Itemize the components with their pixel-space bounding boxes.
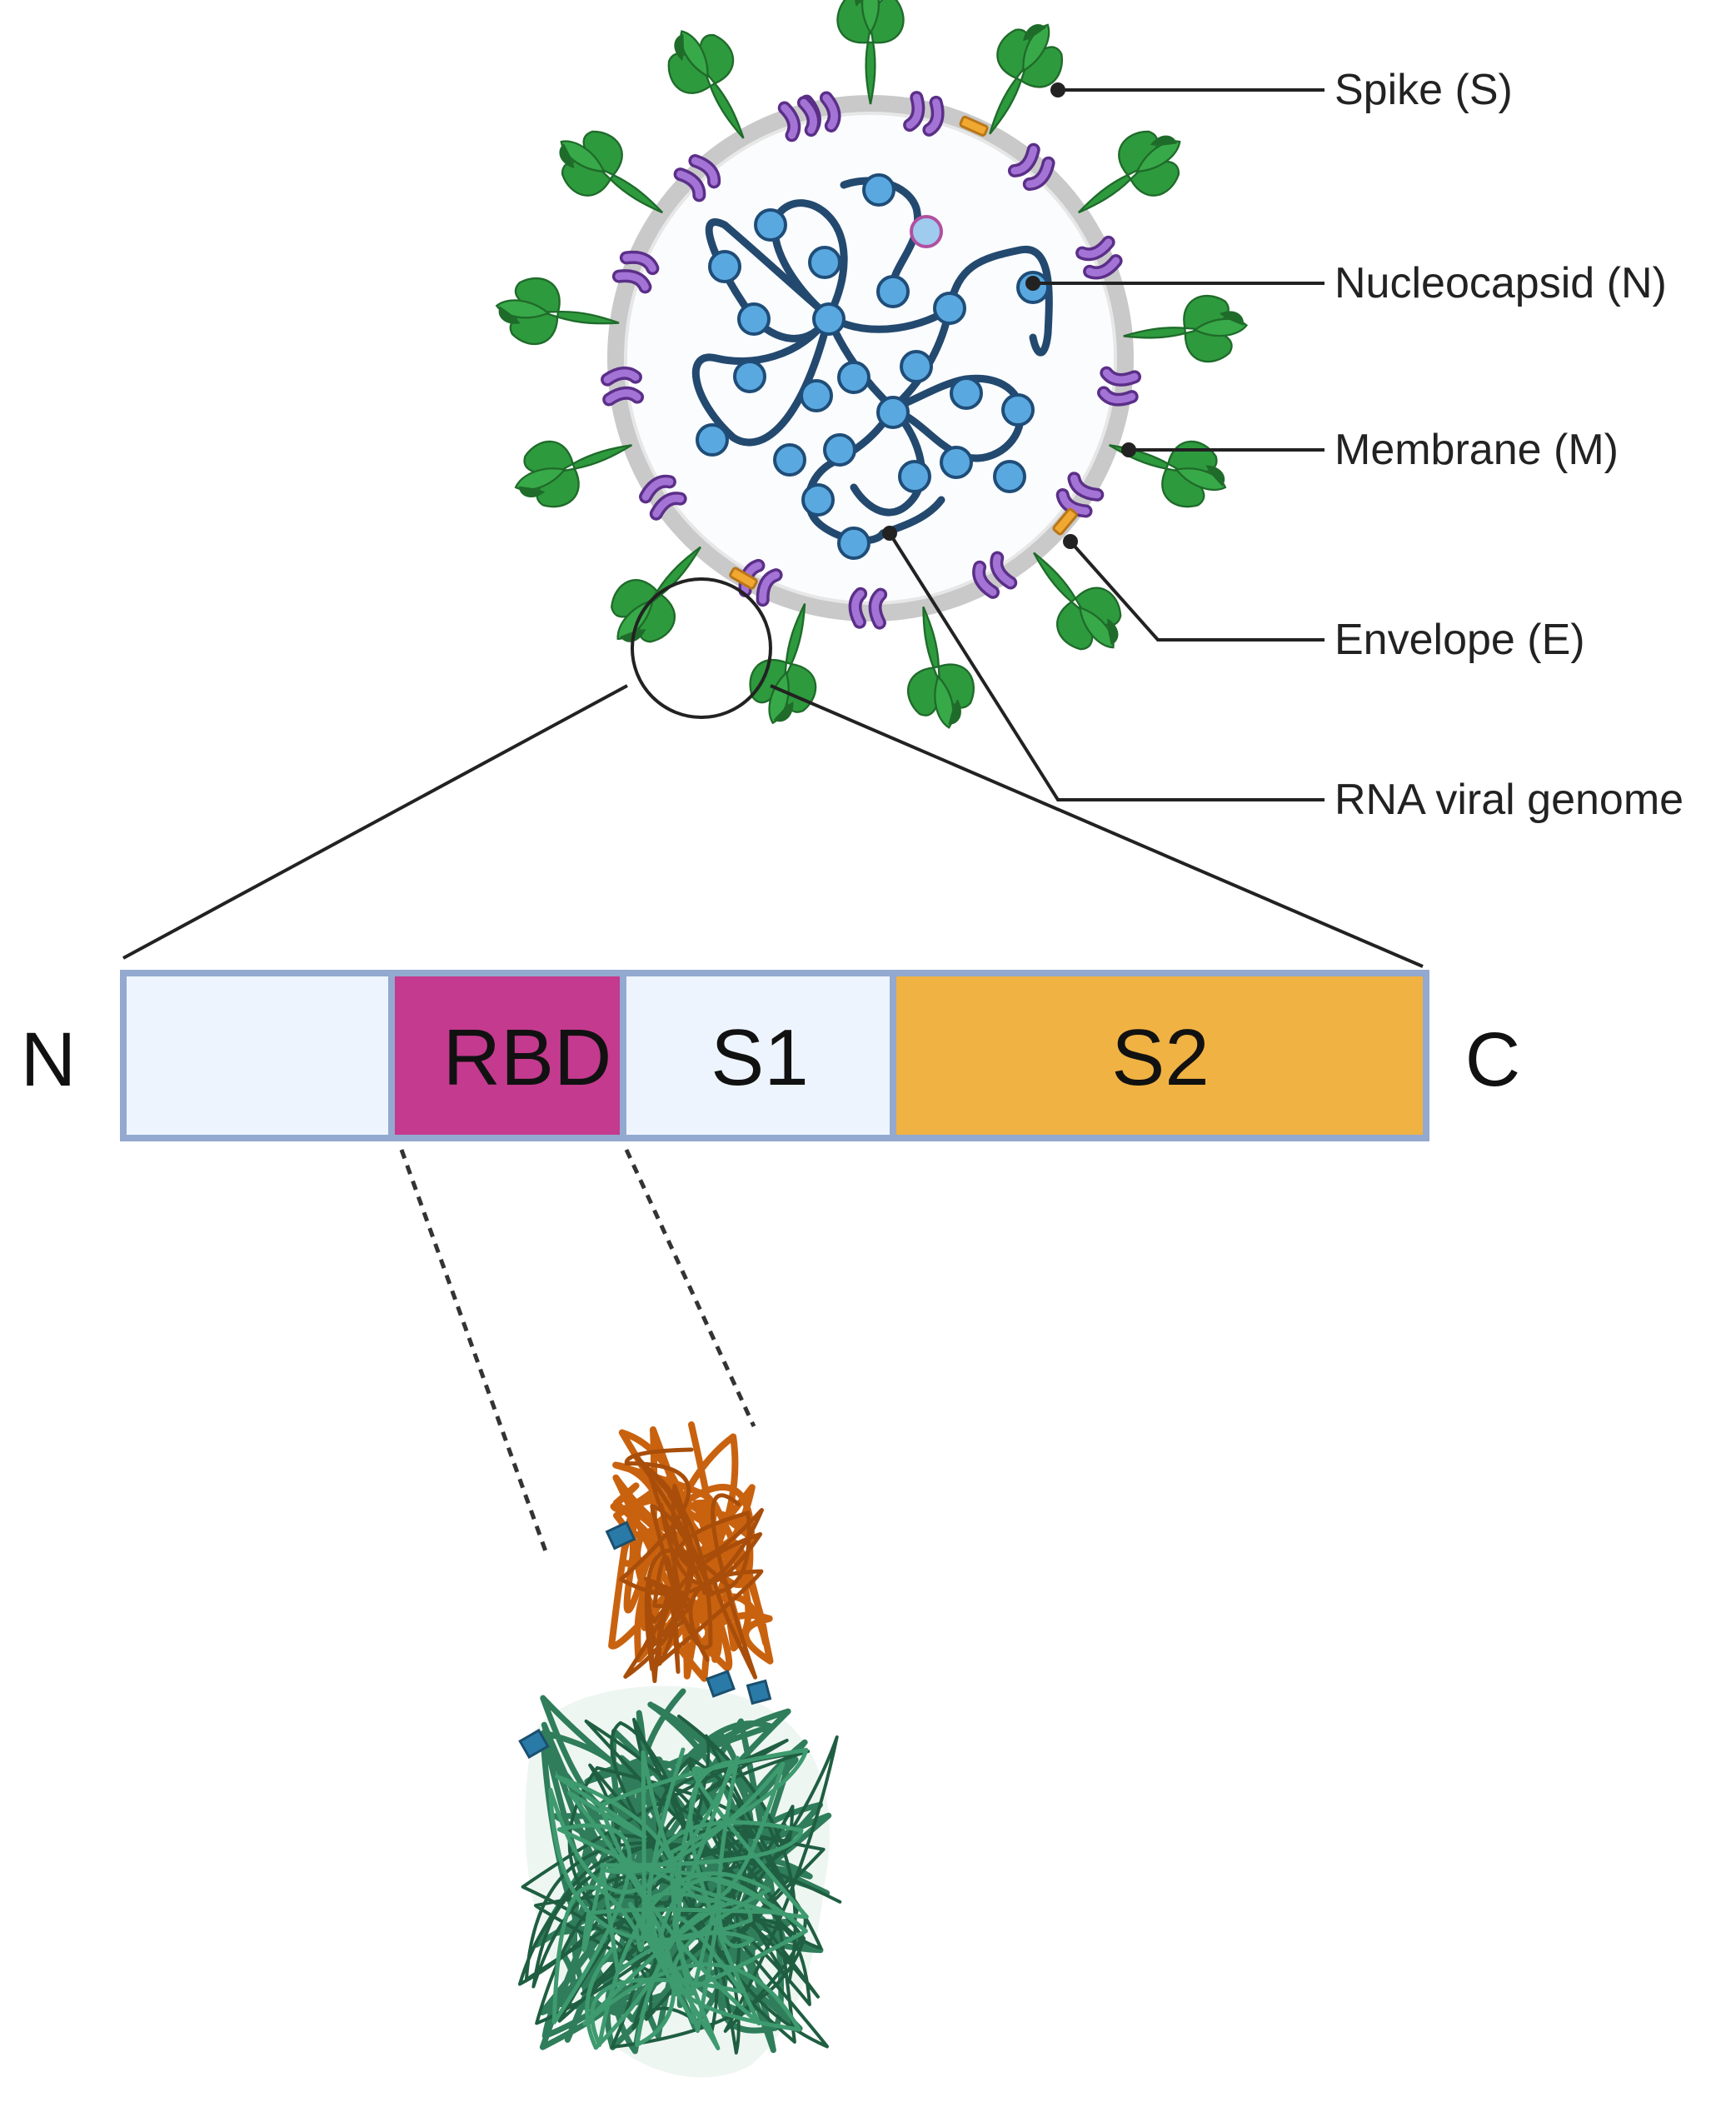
spike-glycoprotein [836,0,905,106]
spike-glycoprotein [491,272,625,357]
envelope-protein [729,567,758,590]
callout-envelope: Envelope (E) [1334,616,1585,664]
n-terminus-label: N [21,1017,76,1102]
domain-s2-label: S2 [1111,1013,1209,1102]
nucleocapsid-protein [837,361,870,394]
virion [491,0,1251,736]
c-terminus-label: C [1465,1017,1520,1102]
nucleocapsid-protein [933,292,966,325]
nucleocapsid-protein [754,208,787,242]
nucleocapsid-protein [910,215,943,248]
callout-spike: Spike (S) [1334,66,1513,114]
nucleocapsid-protein [800,379,833,412]
envelope-protein [959,115,989,137]
protein-ribbon [619,1447,764,1684]
nucleocapsid-protein [940,446,973,479]
nucleocapsid-protein [708,250,741,283]
nucleocapsid-protein [823,433,856,467]
callout-membrane: Membrane (M) [1334,426,1619,474]
zoom-line-left [122,684,628,960]
nucleocapsid-protein [900,350,933,383]
glycan-markers [518,1520,772,1760]
nucleocapsid-protein [950,377,983,410]
nucleocapsid-protein [808,246,841,279]
spike-glycoprotein [890,598,983,736]
zoom-line-right [770,684,1424,968]
callout-rna: RNA viral genome [1334,776,1684,824]
spike-glycoprotein [1120,291,1251,370]
nucleocapsid-protein [696,423,729,457]
envelope-protein [1052,507,1078,536]
protein-ribbon [518,1715,842,2055]
nucleocapsid-protein [1001,393,1035,427]
rbd-protein-structure [608,1421,774,1684]
domain-rbd-segment [388,970,626,1141]
domain-rbd-label: RBD [443,1013,612,1102]
nucleocapsid-protein [733,360,766,393]
domain-ntd-segment [120,970,395,1141]
domain-s1-label: S1 [711,1013,808,1102]
spike-domain-bar: RBD S1 S2 N C [21,970,1520,1141]
nucleocapsid-protein [876,275,910,308]
nucleocapsid-protein [862,173,895,207]
nucleocapsid-protein [837,527,870,560]
envelope-proteins [729,115,1078,590]
domain-s2-segment [890,970,1429,1141]
rbd-projection-lines [399,1148,756,1552]
domain-s1-segment [620,970,896,1141]
zoom-callout [122,577,1424,968]
nucleocapsid-protein [773,443,806,477]
zoom-circle [631,577,772,719]
nucleocapsid-protein [812,302,846,336]
nucleocapsid-protein [737,302,771,336]
callout-lines [882,82,1324,801]
nucleocapsid-beads [696,173,1050,560]
protein-ribbon [548,1747,809,2050]
nucleocapsid-protein [898,460,931,493]
callout-nucleocapsid: Nucleocapsid (N) [1334,259,1667,307]
nucleocapsid-protein [993,460,1026,493]
rbd-ace2-structure [518,1421,842,2078]
ace2-receptor-structure [518,1685,842,2078]
nucleocapsid-protein [876,396,910,429]
nucleocapsid-protein [801,483,835,517]
